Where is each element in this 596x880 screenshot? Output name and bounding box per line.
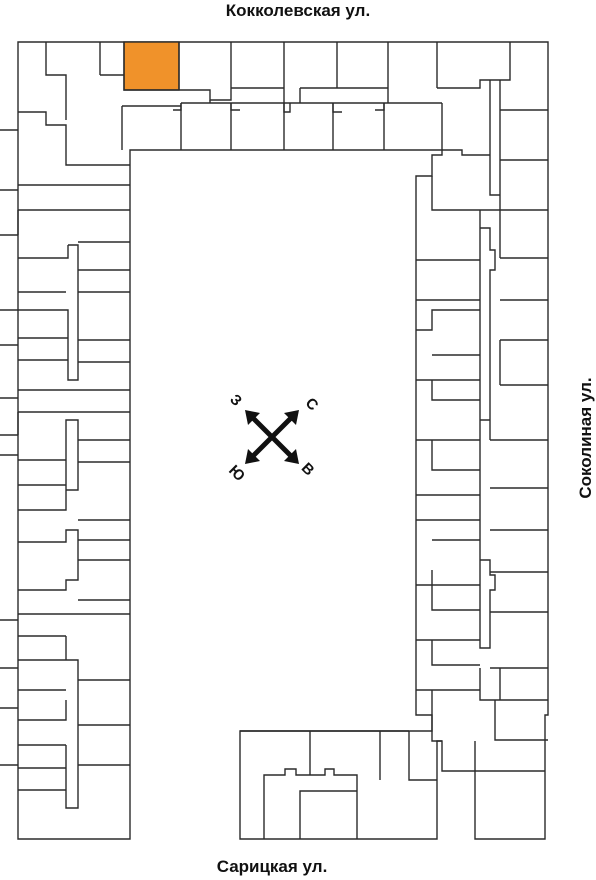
compass-east-label: В bbox=[298, 460, 318, 480]
highlighted-unit[interactable] bbox=[123, 41, 180, 91]
arrow-head-north bbox=[284, 410, 299, 425]
top-wing bbox=[45, 41, 548, 210]
top-right-corner-walls bbox=[442, 80, 548, 210]
top-bump-walls bbox=[173, 103, 385, 113]
right-wing bbox=[416, 176, 548, 772]
bottom-block bbox=[240, 730, 437, 839]
right-wing-walls bbox=[416, 176, 548, 715]
compass-west-label: З bbox=[226, 391, 245, 410]
left-notch-walls bbox=[0, 129, 18, 766]
left-wing-walls bbox=[0, 111, 130, 809]
compass-arrows bbox=[250, 415, 294, 459]
street-label-bottom: Сарицкая ул. bbox=[216, 857, 328, 876]
compass-north-label: С bbox=[302, 395, 322, 415]
arrow-head-south bbox=[245, 449, 260, 464]
top-row-walls bbox=[45, 42, 511, 120]
right-bottom-walls bbox=[431, 668, 548, 772]
compass-south-label: Ю bbox=[225, 462, 248, 485]
street-label-top: Кокколевская ул. bbox=[225, 1, 371, 20]
second-row-walls bbox=[121, 100, 443, 150]
compass: С В Ю З bbox=[225, 391, 321, 485]
bottom-block-walls bbox=[240, 730, 437, 839]
arrow-head-east bbox=[284, 449, 299, 464]
left-wing bbox=[0, 111, 130, 809]
arrow-head-west bbox=[245, 410, 260, 425]
